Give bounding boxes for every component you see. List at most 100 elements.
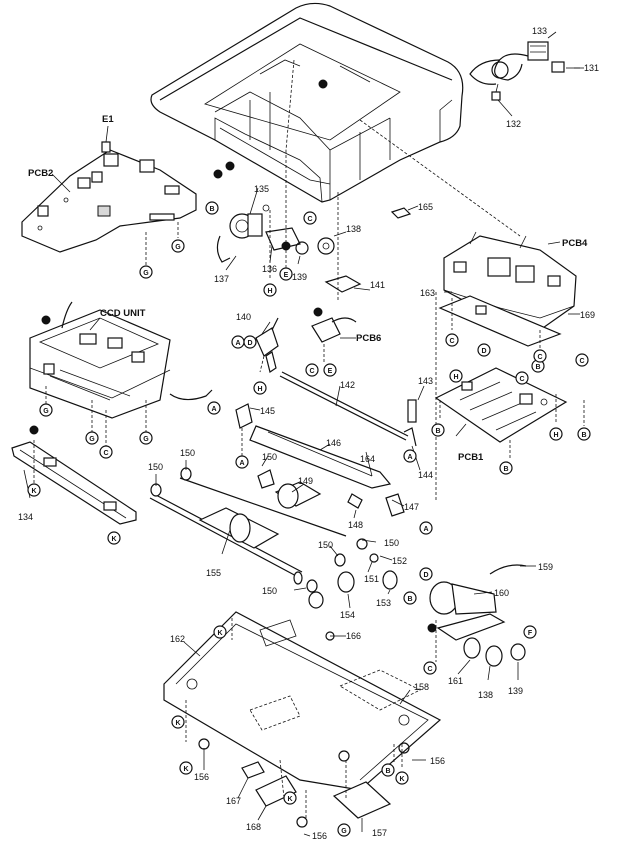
svg-text:G: G <box>43 408 49 415</box>
screw-g-3: G <box>39 403 53 417</box>
screw-b-6: B <box>403 591 417 605</box>
screw-g-4: G <box>85 431 99 445</box>
leader-lines <box>23 67 584 837</box>
label-147: 147 <box>404 502 419 512</box>
label-135: 135 <box>254 184 269 194</box>
screw-a-3: A <box>235 455 249 469</box>
plates-157-167-168 <box>241 761 392 819</box>
label-145: 145 <box>260 406 275 416</box>
label-133: 133 <box>532 26 547 36</box>
svg-text:D: D <box>423 572 428 579</box>
cable-assembly <box>469 31 580 117</box>
screw-a-2: A <box>207 401 221 415</box>
label-150-c: 150 <box>148 462 163 472</box>
label-139-top: 139 <box>292 272 307 282</box>
screw-f-1: F <box>523 625 537 639</box>
svg-text:K: K <box>31 488 36 495</box>
label-154: 154 <box>340 610 355 620</box>
part-134-rail <box>11 425 137 525</box>
svg-text:B: B <box>535 364 540 371</box>
pcb2-board <box>21 141 197 253</box>
screw-g-6: G <box>337 823 351 837</box>
label-139-bottom: 139 <box>508 686 523 696</box>
label-142: 142 <box>340 380 355 390</box>
part-145 <box>235 403 253 429</box>
label-150-b: 150 <box>262 452 277 462</box>
label-166: 166 <box>346 631 361 641</box>
svg-text:D: D <box>247 340 252 347</box>
screw-e-1: E <box>279 267 293 281</box>
label-165: 165 <box>418 202 433 212</box>
screw-b-3: B <box>431 423 445 437</box>
svg-text:G: G <box>341 828 347 835</box>
screw-h-1: H <box>263 283 277 297</box>
label-149: 149 <box>298 476 313 486</box>
part-labels: 133 131 132 E1 PCB2 135 165 138 137 136 … <box>18 26 599 841</box>
label-169: 169 <box>580 310 595 320</box>
svg-text:D: D <box>481 348 486 355</box>
screw-g-5: G <box>139 431 153 445</box>
label-134: 134 <box>18 512 33 522</box>
svg-text:F: F <box>528 630 533 637</box>
screw-a-5: A <box>419 521 433 535</box>
svg-text:A: A <box>407 454 412 461</box>
roller-155 <box>149 493 303 585</box>
label-150-f: 150 <box>262 586 277 596</box>
screw-k-6: K <box>283 791 297 805</box>
label-148: 148 <box>348 520 363 530</box>
screw-h-3: H <box>549 427 563 441</box>
label-ccd-unit: CCD UNIT <box>100 308 146 319</box>
screw-h-4: H <box>253 381 267 395</box>
svg-text:E: E <box>284 272 289 279</box>
svg-text:A: A <box>211 406 216 413</box>
shaft-142-frame-146 <box>249 371 417 489</box>
screw-e-2: E <box>323 363 337 377</box>
svg-text:G: G <box>89 436 95 443</box>
svg-text:G: G <box>143 436 149 443</box>
roller-149 <box>179 469 347 537</box>
screw-k-5: K <box>179 761 193 775</box>
svg-text:K: K <box>217 630 222 637</box>
screw-d-2: D <box>243 335 257 349</box>
svg-text:K: K <box>183 766 188 773</box>
svg-text:A: A <box>239 460 244 467</box>
label-163: 163 <box>420 288 435 298</box>
screw-b-2: B <box>531 359 545 373</box>
screw-b-7: B <box>381 763 395 777</box>
pcb6-group <box>255 307 357 373</box>
label-pcb2: PCB2 <box>28 168 53 179</box>
label-156-right: 156 <box>430 756 445 766</box>
label-150-e: 150 <box>318 540 333 550</box>
label-155: 155 <box>206 568 221 578</box>
pcb4-board <box>438 231 577 347</box>
label-143: 143 <box>418 376 433 386</box>
screw-b-5: B <box>499 461 513 475</box>
svg-text:C: C <box>103 450 108 457</box>
screw-g-1: G <box>139 265 153 279</box>
svg-text:A: A <box>235 340 240 347</box>
svg-text:C: C <box>579 358 584 365</box>
screw-k-7: K <box>395 771 409 785</box>
svg-text:H: H <box>257 386 262 393</box>
svg-text:C: C <box>309 368 314 375</box>
label-152: 152 <box>392 556 407 566</box>
svg-text:G: G <box>143 270 149 277</box>
label-141: 141 <box>370 280 385 290</box>
svg-text:C: C <box>519 376 524 383</box>
label-131: 131 <box>584 63 599 73</box>
label-136: 136 <box>262 264 277 274</box>
ccd-unit <box>29 301 213 419</box>
label-164: 164 <box>360 454 375 464</box>
assembly-guides <box>33 59 585 820</box>
svg-text:B: B <box>407 596 412 603</box>
screw-k-3: K <box>213 625 227 639</box>
label-138-top: 138 <box>346 224 361 234</box>
screw-k-4: K <box>171 715 185 729</box>
label-156-bottom: 156 <box>312 831 327 841</box>
screw-c-5: C <box>533 349 547 363</box>
screw-d-3: D <box>419 567 433 581</box>
screw-c-1: C <box>303 211 317 225</box>
part-165 <box>390 207 412 219</box>
label-159: 159 <box>538 562 553 572</box>
